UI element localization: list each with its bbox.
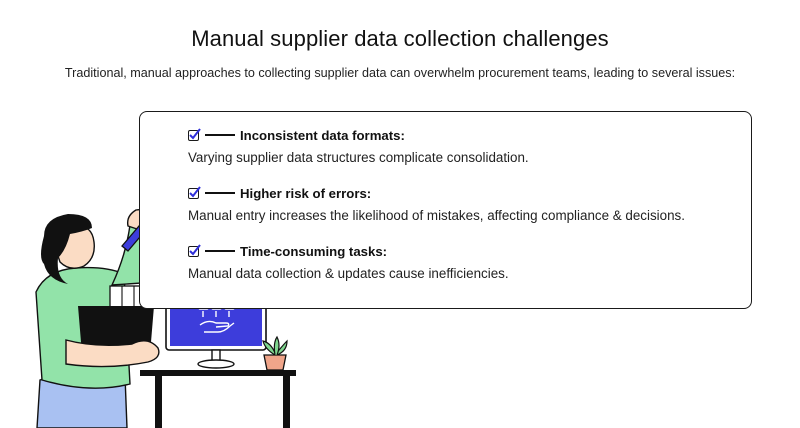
issue-item: Time-consuming tasks: Manual data collec…: [188, 242, 509, 281]
issue-title: Higher risk of errors:: [240, 185, 372, 201]
issue-item: Inconsistent data formats: Varying suppl…: [188, 126, 529, 165]
issue-description: Varying supplier data structures complic…: [188, 150, 529, 165]
checkbox-icon: [188, 127, 201, 141]
checkbox-icon: [188, 243, 201, 257]
desk-leg-left: [155, 376, 162, 428]
dash-divider: [205, 134, 235, 136]
issue-title: Time-consuming tasks:: [240, 243, 388, 259]
person-hand-lower: [65, 339, 160, 368]
page-subtitle: Traditional, manual approaches to collec…: [64, 66, 736, 80]
person-hair: [41, 214, 92, 284]
dash-divider: [205, 250, 235, 252]
page-title: Manual supplier data collection challeng…: [191, 26, 609, 51]
issue-title: Inconsistent data formats:: [240, 127, 405, 143]
checkbox-icon: [188, 185, 201, 199]
issue-item: Higher risk of errors: Manual entry incr…: [188, 184, 685, 223]
issue-description: Manual entry increases the likelihood of…: [188, 208, 685, 223]
plant-pot: [263, 354, 287, 371]
desk-top: [140, 370, 296, 376]
desk-leg-right: [283, 376, 290, 428]
dash-divider: [205, 192, 235, 194]
issue-description: Manual data collection & updates cause i…: [188, 266, 509, 281]
issues-card: Inconsistent data formats: Varying suppl…: [139, 111, 752, 309]
